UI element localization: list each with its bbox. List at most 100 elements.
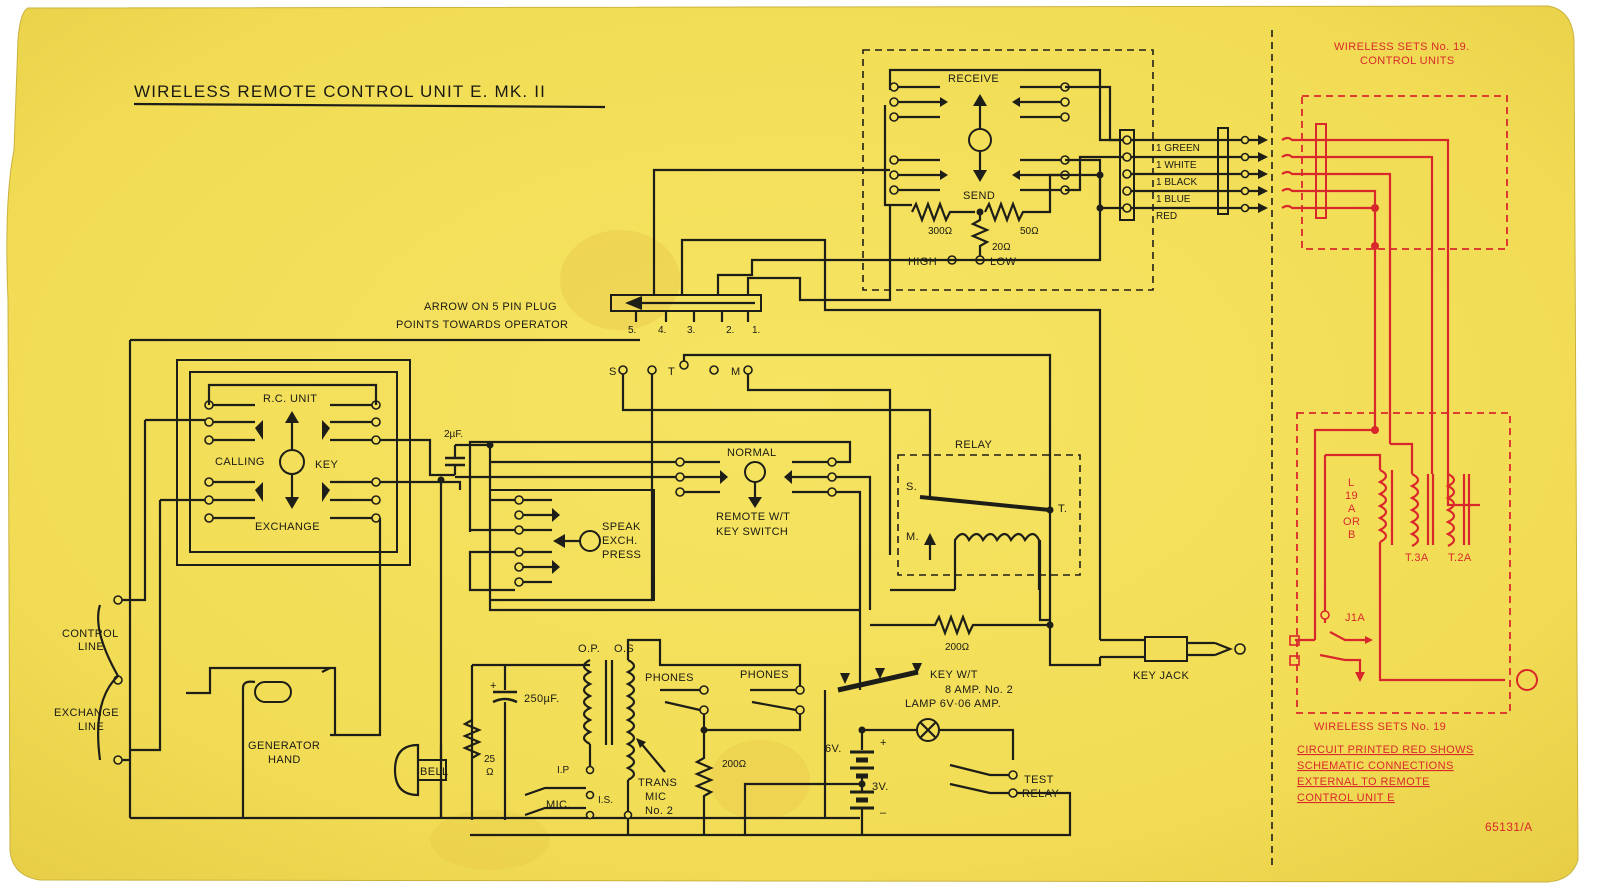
red-note-3: EXTERNAL TO REMOTE <box>1297 776 1430 788</box>
resistor-200-a-label: 200Ω <box>945 642 969 653</box>
capacitor-2uf-label: 2µF. <box>444 429 463 440</box>
resistor-20-label: 20Ω <box>992 242 1011 253</box>
transformer-primary <box>582 659 593 745</box>
bell-icon <box>393 743 420 797</box>
calling-label: CALLING <box>215 456 265 468</box>
resistor-25-value: 25 <box>484 754 496 765</box>
exchange-line-label-2: LINE <box>78 721 104 733</box>
rc-unit-label: R.C. UNIT <box>263 393 317 405</box>
mic-label: MIC. <box>546 799 571 811</box>
paper-sheet <box>6 5 1579 883</box>
exchange-label: EXCHANGE <box>255 521 320 533</box>
red-terminal-strip <box>1315 123 1327 219</box>
high-label: HIGH <box>908 256 937 268</box>
red-note-1: CIRCUIT PRINTED RED SHOWS <box>1297 744 1474 756</box>
phones-contacts <box>660 685 805 715</box>
red-t2a-label: T.2A <box>1448 552 1472 564</box>
battery-3v-label: 3V. <box>872 781 889 793</box>
stm-s-label: S <box>609 366 617 378</box>
rc-key-up-arrow-icon <box>285 411 299 423</box>
line-wires <box>1131 135 1268 213</box>
transformer-is-label: I.S. <box>598 795 613 806</box>
red-l19-1: L <box>1348 477 1355 489</box>
transformer-secondary <box>625 659 636 781</box>
red-j1a-label: J1A <box>1345 612 1365 624</box>
control-line-label-1: CONTROL <box>62 628 119 640</box>
red-footer: WIRELESS SETS No. 19 <box>1314 721 1446 733</box>
remote-switch-line1: REMOTE W/T <box>716 511 790 523</box>
mic-switch <box>524 786 586 797</box>
relay-title: RELAY <box>955 439 993 451</box>
test-relay-line1: TEST <box>1024 774 1054 786</box>
phones-1-label: PHONES <box>645 672 694 684</box>
rc-key-down-arrow-icon <box>285 497 299 509</box>
relay-s-label: S. <box>906 481 917 493</box>
resistor-200-b <box>694 730 714 835</box>
relay-box <box>897 454 1081 576</box>
send-arrow-icon <box>973 170 987 182</box>
rc-key-contacts <box>204 400 381 523</box>
receive-label: RECEIVE <box>948 73 999 85</box>
red-header-line1: WIRELESS SETS No. 19. <box>1334 41 1470 53</box>
battery-minus: – <box>880 807 887 819</box>
key-jack-plug <box>1187 641 1233 657</box>
stain <box>430 810 550 870</box>
red-transformer-t3a <box>1409 473 1420 547</box>
key-jack-body <box>1144 636 1188 662</box>
red-note-4: CONTROL UNIT E <box>1297 792 1395 804</box>
key-wt-line1: KEY W/T <box>930 669 978 681</box>
receive-arrow-icon <box>973 94 987 106</box>
resistor-300 <box>911 200 975 224</box>
rc-key-frame <box>176 359 411 566</box>
transformer-ip-label: I.P <box>557 765 570 776</box>
red-note-2: SCHEMATIC CONNECTIONS <box>1297 760 1454 772</box>
transformer-op-label: O.P. <box>578 643 600 655</box>
red-set-box <box>1296 412 1511 714</box>
plug-pin-1: 1. <box>752 325 760 336</box>
battery-plus: + <box>880 737 887 749</box>
plug-note-line2: POINTS TOWARDS OPERATOR <box>396 319 568 331</box>
remote-switch-contacts <box>675 457 837 497</box>
stm-t-label: T <box>668 366 675 378</box>
stain <box>710 740 810 820</box>
plug-pin-4: 4. <box>658 325 666 336</box>
plug-pin-5: 5. <box>628 325 636 336</box>
control-line-terminal <box>113 595 123 605</box>
red-l19-3: A <box>1348 503 1356 515</box>
remote-switch-arrow-icon <box>748 497 762 508</box>
capacitor-250uf-label: 250µF. <box>524 693 560 705</box>
red-transformer-t2a <box>1445 473 1456 547</box>
plug-pin-3: 3. <box>687 325 695 336</box>
exchange-line-label-1: EXCHANGE <box>54 707 119 719</box>
test-relay-contacts <box>949 763 1018 798</box>
speak-label-2: EXCH. <box>602 535 638 547</box>
title-underline <box>133 102 606 109</box>
relay-t-label: T. <box>1058 503 1067 515</box>
transformer-label-1: TRANS <box>638 777 677 789</box>
generator-handle <box>186 666 337 735</box>
phones-2-label: PHONES <box>740 669 789 681</box>
relay-arrow-icon <box>924 533 936 545</box>
resistor-200-b-label: 200Ω <box>722 759 746 770</box>
red-l19-2: 19 <box>1345 490 1358 502</box>
stain <box>560 230 680 330</box>
wire-blue-label: 1 BLUE <box>1156 194 1191 205</box>
plug-pin-2: 2. <box>726 325 734 336</box>
relay-coil <box>953 532 1041 590</box>
bell-label: BELL <box>420 766 449 778</box>
transformer-label-3: No. 2 <box>645 805 673 817</box>
red-input-wires <box>1281 136 1450 474</box>
five-pin-plug <box>610 294 762 312</box>
resistor-25-unit: Ω <box>486 767 494 778</box>
plug-note-line1: ARROW ON 5 PIN PLUG <box>424 301 557 313</box>
red-control-unit-box <box>1301 95 1508 250</box>
red-l19-4: OR <box>1343 516 1360 528</box>
generator-label-1: GENERATOR <box>248 740 320 752</box>
red-t3a-label: T.3A <box>1405 552 1429 564</box>
send-label: SEND <box>963 190 995 202</box>
speak-press-arrow-icon <box>553 534 565 548</box>
red-l19-5: B <box>1348 529 1356 541</box>
generator-icon <box>254 681 292 703</box>
